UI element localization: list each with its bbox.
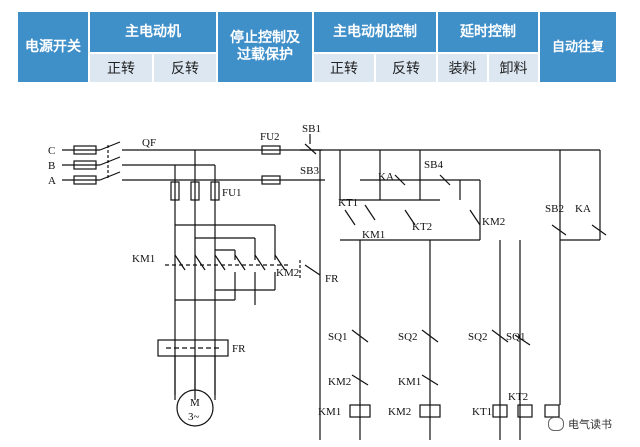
label-km1-contact: KM1 (362, 229, 385, 241)
label-km2-contact: KM2 (482, 216, 505, 228)
coil-km1 (349, 404, 371, 418)
label-coil-kt2: KT2 (508, 391, 528, 403)
label-sb3: SB3 (300, 165, 319, 177)
label-motor: M (190, 397, 200, 409)
label-sq2: SQ2 (398, 331, 418, 343)
sub-main-reverse: 反转 (154, 54, 216, 82)
sub-loading: 装料 (438, 54, 487, 82)
label-phase-a: A (48, 175, 56, 187)
label-qf: QF (142, 137, 156, 149)
label-ka-contact: KA (378, 171, 394, 183)
header-main-motor-label: 主电动机 (125, 23, 181, 40)
fu2-fuse-1 (261, 145, 281, 155)
watermark: 电气读书 (548, 416, 612, 432)
fu2-fuse-2 (261, 175, 281, 185)
label-motor-sub: 3~ (188, 411, 200, 423)
label-sb2: SB2 (545, 203, 564, 215)
header-power-switch: 电源开关 (18, 12, 88, 82)
label-fr-contact: FR (325, 273, 339, 285)
header-delay-control: 延时控制 (438, 12, 538, 52)
label-kt1-contact: KT1 (338, 197, 358, 209)
label-km1-interlock: KM1 (398, 376, 421, 388)
label-km1-main: KM1 (132, 253, 155, 265)
header-motor-control: 主电动机控制 (314, 12, 436, 52)
label-fr-relay: FR (232, 343, 246, 355)
header-delay-control-label: 延时控制 (460, 23, 516, 40)
sub-ctrl-forward-label: 正转 (330, 61, 358, 77)
coil-km2 (419, 404, 441, 418)
label-sq1b: SQ1 (506, 331, 526, 343)
label-coil-kt1: KT1 (472, 406, 492, 418)
header-table: 电源开关 主电动机 正转 反转 停止控制及过载保护 主电动机控制 正转 反转 延… (18, 12, 616, 82)
header-power-switch-label: 电源开关 (25, 38, 81, 55)
label-coil-km1: KM1 (318, 406, 341, 418)
label-fu2: FU2 (260, 131, 280, 143)
header-auto-reciprocate: 自动往复 (540, 12, 616, 82)
label-km2-interlock: KM2 (328, 376, 351, 388)
header-stop-protection: 停止控制及过载保护 (218, 12, 312, 82)
label-kt2-contact: KT2 (412, 221, 432, 233)
label-sb4: SB4 (424, 159, 443, 171)
label-km2-main: KM2 (276, 267, 299, 279)
label-coil-km2: KM2 (388, 406, 411, 418)
coil-kt1 (492, 404, 508, 418)
sub-unloading-label: 卸料 (499, 61, 528, 77)
sub-main-reverse-label: 反转 (171, 61, 199, 77)
label-fu1: FU1 (222, 187, 242, 199)
sub-main-forward-label: 正转 (107, 61, 135, 77)
label-ka-right: KA (575, 203, 591, 215)
header-motor-control-label: 主电动机控制 (333, 23, 417, 40)
watermark-text: 电气读书 (568, 418, 612, 431)
sub-unloading: 卸料 (489, 54, 538, 82)
sub-main-forward: 正转 (90, 54, 152, 82)
header-stop-protection-label: 停止控制及过载保护 (230, 30, 300, 63)
label-phase-c: C (48, 145, 55, 157)
input-fuse-a (73, 175, 97, 185)
label-sq1: SQ1 (328, 331, 348, 343)
sub-ctrl-forward: 正转 (314, 54, 374, 82)
sub-ctrl-reverse: 反转 (376, 54, 436, 82)
input-fuse-c (73, 145, 97, 155)
header-main-motor: 主电动机 (90, 12, 216, 52)
header-auto-reciprocate-label: 自动往复 (551, 39, 604, 55)
fr-thermal-relay (157, 339, 229, 357)
wechat-icon (548, 417, 564, 431)
label-phase-b: B (48, 160, 55, 172)
sub-loading-label: 装料 (448, 61, 477, 77)
coil-kt2 (517, 404, 533, 418)
input-fuse-b (73, 160, 97, 170)
label-sb1: SB1 (302, 123, 321, 135)
label-sq2b: SQ2 (468, 331, 488, 343)
sub-ctrl-reverse-label: 反转 (392, 61, 420, 77)
